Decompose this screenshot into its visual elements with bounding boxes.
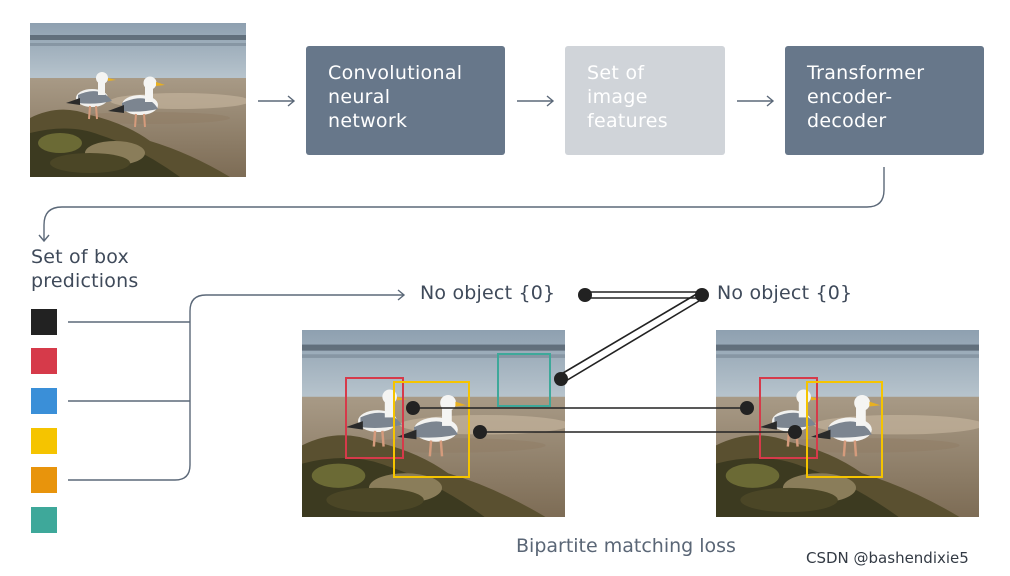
prediction-swatch-orange [31,467,57,493]
image-features-box: Set of image features [565,46,725,155]
match-dot [788,425,802,439]
arrow-cnn-to-features [517,95,555,107]
gt-box-red [759,377,818,459]
box-predictions-label: Set of box predictions [31,246,139,292]
watermark: CSDN @bashendixie5 [806,549,969,567]
arrow-features-to-transformer [737,95,775,107]
match-dot [695,288,709,302]
match-dot [740,401,754,415]
prediction-swatch-yellow [31,428,57,454]
pred-box-teal [497,353,551,407]
arrow-transformer-to-predictions [43,167,885,240]
gt-box-yellow [806,381,883,478]
prediction-swatch-blue [31,388,57,414]
transformer-box: Transformer encoder- decoder [785,46,984,155]
cnn-box: Convolutional neural network [306,46,505,155]
no-object-label-right: No object {0} [717,282,853,304]
prediction-swatch-teal [31,507,57,533]
pred-box-red [345,377,404,459]
no-object-label-left: No object {0} [420,282,556,304]
match-dot [473,425,487,439]
arrow-image-to-cnn [258,95,296,107]
match-dot [578,288,592,302]
pred-box-yellow [393,381,470,478]
prediction-swatch-red [31,348,57,374]
prediction-swatch-black [31,309,57,335]
match-dot [406,401,420,415]
match-dot [554,372,568,386]
bipartite-matching-caption: Bipartite matching loss [516,535,736,557]
